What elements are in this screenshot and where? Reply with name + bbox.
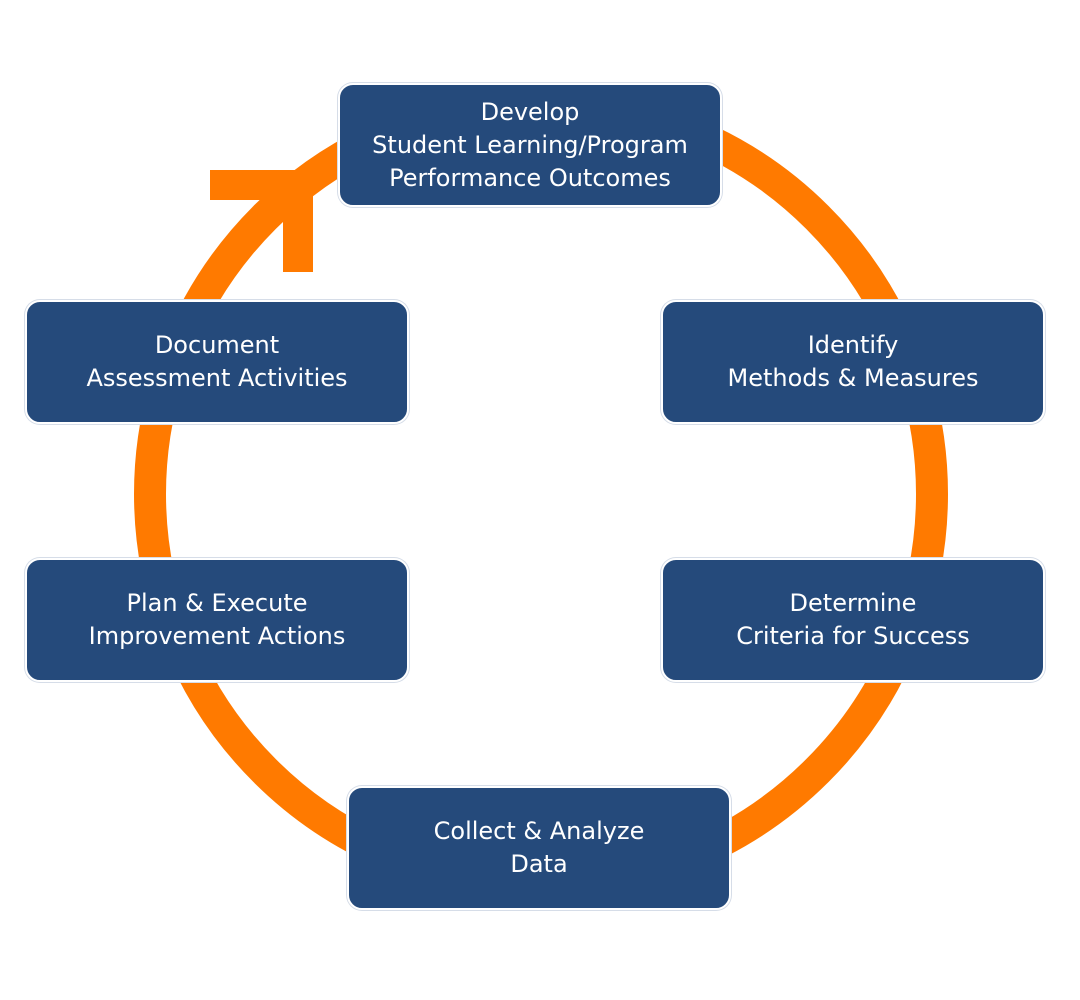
step-determine-line-1: Determine — [789, 589, 917, 617]
step-document-line-2: Assessment Activities — [86, 364, 348, 392]
step-plan-line-1: Plan & Execute — [126, 589, 308, 617]
step-develop-line-2: Student Learning/Program — [372, 130, 688, 159]
step-determine-criteria: Determine Criteria for Success — [661, 558, 1045, 682]
step-determine-line-2: Criteria for Success — [736, 622, 970, 650]
step-develop-line-1: Develop — [480, 97, 580, 126]
step-plan-line-2: Improvement Actions — [88, 622, 346, 650]
cycle-arrowhead-icon — [210, 170, 313, 272]
step-develop-outcomes: Develop Student Learning/Program Perform… — [338, 83, 722, 207]
cycle-ring — [134, 87, 948, 901]
step-develop-line-3: Performance Outcomes — [389, 163, 671, 192]
step-identify-line-1: Identify — [807, 331, 899, 359]
step-document-line-1: Document — [154, 331, 280, 359]
step-document-activities: Document Assessment Activities — [25, 300, 409, 424]
step-collect-data: Collect & Analyze Data — [347, 786, 731, 910]
step-identify-line-2: Methods & Measures — [727, 364, 979, 392]
step-plan-improvements: Plan & Execute Improvement Actions — [25, 558, 409, 682]
step-collect-line-1: Collect & Analyze — [433, 817, 645, 845]
step-collect-line-2: Data — [510, 850, 568, 878]
step-identify-methods: Identify Methods & Measures — [661, 300, 1045, 424]
